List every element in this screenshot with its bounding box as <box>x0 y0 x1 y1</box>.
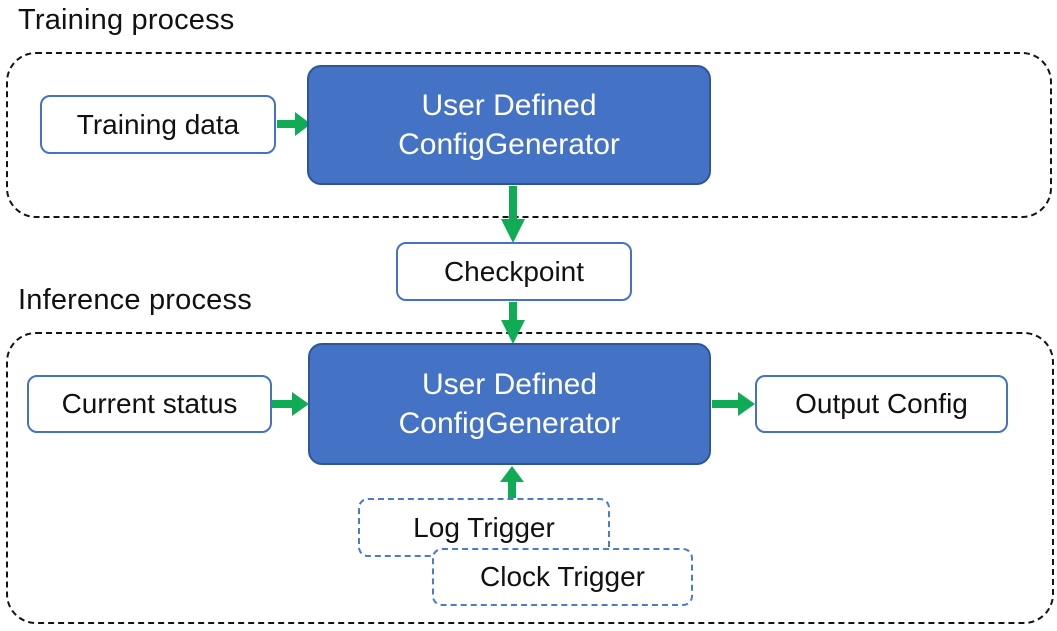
config-generator-training-line2: ConfigGenerator <box>398 128 620 161</box>
arrow-right-icon <box>272 392 309 416</box>
output-config-node: Output Config <box>755 375 1008 433</box>
log-trigger-node: Log Trigger <box>358 498 610 557</box>
log-trigger-label: Log Trigger <box>413 511 555 543</box>
checkpoint-node: Checkpoint <box>396 242 632 301</box>
arrow-up-icon <box>500 466 524 499</box>
training-process-label: Training process <box>18 4 235 36</box>
config-generator-training-node: User Defined ConfigGenerator <box>307 65 711 185</box>
clock-trigger-label: Clock Trigger <box>480 561 645 592</box>
arrow-right-icon <box>712 392 755 416</box>
config-generator-inference-line1: User Defined <box>421 368 598 401</box>
current-status-label: Current status <box>61 388 238 419</box>
inference-process-label: Inference process <box>18 284 252 316</box>
output-config-label: Output Config <box>795 388 968 419</box>
training-process-container <box>6 52 1052 218</box>
checkpoint-label: Checkpoint <box>443 255 585 287</box>
config-generator-inference-line2: ConfigGenerator <box>398 407 621 440</box>
training-data-node: Training data <box>40 95 276 154</box>
current-status-node: Current status <box>27 375 272 433</box>
arrow-right-icon <box>277 112 311 136</box>
inference-process-container <box>6 332 1054 624</box>
training-data-label: Training data <box>76 108 240 140</box>
arrow-down-icon <box>501 186 525 243</box>
config-generator-training-line1: User Defined <box>421 89 597 122</box>
arrow-down-icon <box>501 302 525 344</box>
config-generator-inference-node: User Defined ConfigGenerator <box>308 343 711 465</box>
clock-trigger-node: Clock Trigger <box>432 548 693 606</box>
